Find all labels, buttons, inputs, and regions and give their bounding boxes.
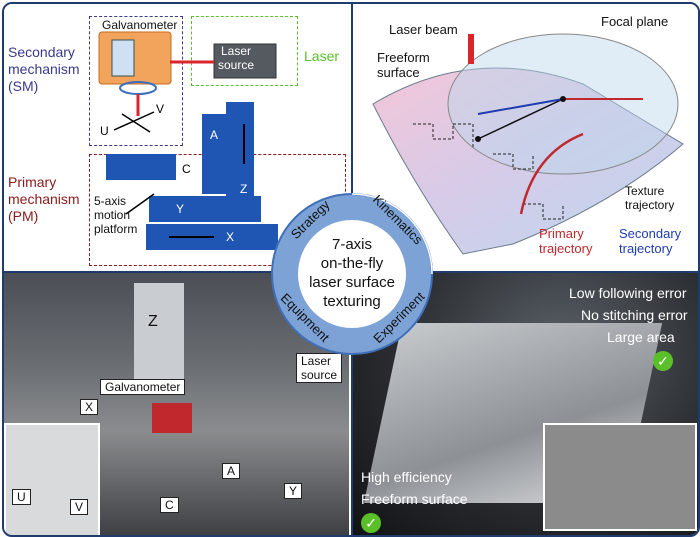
check-bottom-icon: ✓ bbox=[361, 513, 381, 533]
laser-box bbox=[191, 16, 298, 86]
laser-beam-label: Laser beam bbox=[389, 22, 458, 37]
origin-point bbox=[560, 96, 566, 102]
sem-inset bbox=[543, 423, 697, 531]
eq-z-label: Z bbox=[148, 313, 158, 330]
eq-u-label: U bbox=[12, 489, 31, 505]
z-label: Z bbox=[240, 182, 248, 196]
primary-traj-label: Primary trajectory bbox=[539, 226, 593, 256]
galvanometer-label: Galvanometer bbox=[102, 18, 178, 32]
eq-c-label: C bbox=[160, 497, 179, 513]
trajectory-drawing bbox=[372, 33, 684, 255]
a-label: A bbox=[210, 128, 219, 142]
focal-plane-label: Focal plane bbox=[601, 14, 669, 29]
eq-laser-source-label: Laser source bbox=[296, 353, 343, 383]
sm-label: Secondary mechanism (SM) bbox=[8, 44, 80, 94]
galvanometer-body bbox=[98, 31, 172, 85]
freeform-surface bbox=[372, 67, 684, 255]
y-label: Y bbox=[176, 202, 185, 216]
claim-4: High efficiency bbox=[361, 469, 452, 485]
eq-a-label: A bbox=[222, 463, 241, 479]
texture-path bbox=[413, 123, 564, 220]
z-column bbox=[226, 102, 254, 202]
inset-photo bbox=[4, 423, 100, 535]
claim-5: Freeform surface bbox=[361, 491, 468, 507]
z-stage-shape bbox=[134, 283, 184, 393]
texture-label: Texture trajectory bbox=[625, 184, 675, 212]
claim-1: Low following error bbox=[569, 285, 687, 301]
focal-plane bbox=[447, 33, 679, 175]
c-table bbox=[106, 154, 176, 180]
c-label: C bbox=[182, 162, 191, 176]
secondary-axis bbox=[477, 98, 564, 115]
claim-2: No stitching error bbox=[581, 307, 688, 323]
center-title: 7-axis on-the-fly laser surface texturin… bbox=[309, 236, 395, 310]
eq-y-label: Y bbox=[284, 483, 303, 499]
galvo-mirror bbox=[111, 39, 135, 77]
eq-galvanometer-label: Galvanometer bbox=[100, 379, 186, 395]
freeform-label: Freeform surface bbox=[377, 50, 430, 80]
a-column bbox=[202, 114, 226, 194]
mechanism-drawing bbox=[98, 31, 278, 250]
pm-label: Primary mechanism (PM) bbox=[8, 174, 80, 224]
check-top-icon: ✓ bbox=[653, 351, 673, 371]
eq-x-label: X bbox=[80, 399, 99, 415]
sm-box bbox=[89, 16, 183, 146]
beam-axis bbox=[477, 98, 564, 140]
galvo-head-shape bbox=[152, 403, 192, 433]
primary-curve bbox=[519, 132, 584, 215]
v-label: V bbox=[156, 102, 165, 116]
y-plate bbox=[149, 196, 261, 222]
platform-label: 5-axis motion platform bbox=[94, 194, 138, 236]
mechanism-panel: Galvanometer Laser source Laser Secondar… bbox=[4, 4, 349, 269]
y-arrow bbox=[125, 193, 155, 215]
secondary-traj-label: Secondary trajectory bbox=[619, 226, 682, 256]
v-axis-line bbox=[121, 113, 151, 133]
ring-divider-1 bbox=[351, 193, 433, 275]
u-label: U bbox=[100, 124, 109, 138]
ring-inner bbox=[298, 220, 406, 328]
center-ring bbox=[271, 193, 433, 355]
x-label: X bbox=[226, 230, 235, 244]
laser-label: Laser bbox=[304, 48, 340, 64]
claim-3: Large area bbox=[607, 329, 675, 345]
focus-point bbox=[475, 136, 481, 142]
laser-source-label: Laser source bbox=[218, 44, 255, 72]
eq-v-label: V bbox=[70, 499, 89, 515]
